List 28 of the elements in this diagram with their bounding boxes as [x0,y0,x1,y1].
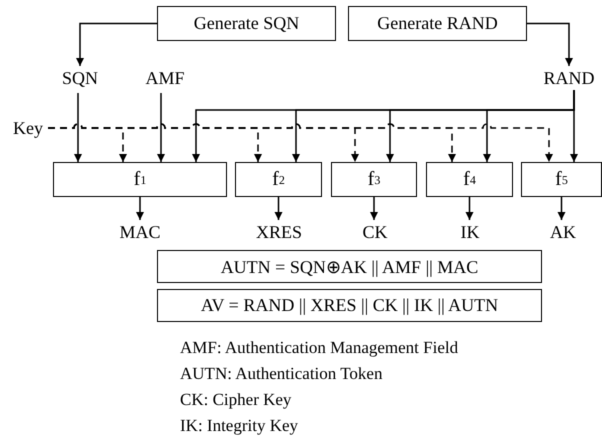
definition-note: IK: Integrity Key [180,416,298,436]
arrow [370,197,378,220]
arrow [558,197,566,220]
input-label: Key [8,116,48,140]
definition-note: AUTN: Authentication Token [180,364,382,384]
output-label: MAC [112,220,168,244]
arrow [466,197,474,220]
definition-note: AMF: Authentication Management Field [180,338,458,358]
arrow [157,93,165,162]
process-box: Generate SQN [157,6,336,41]
output-label: XRES [250,220,308,244]
output-label: IK [455,220,485,244]
arrow [76,22,157,66]
formula-box: AV = RAND || XRES || CK || IK || AUTN [157,289,542,322]
dashed-arrow [48,123,553,162]
definition-note: CK: Cipher Key [180,390,292,410]
arrow [74,93,82,162]
input-label: AMF [143,66,187,90]
arrow [136,197,144,220]
output-label: CK [355,220,395,244]
arrow [527,22,573,66]
formula-box: AUTN = SQN⊕AK || AMF || MAC [157,250,542,283]
input-label: RAND [540,66,598,90]
input-label: SQN [62,66,98,90]
output-label: AK [545,220,581,244]
process-box: Generate RAND [348,6,527,41]
arrow [274,197,282,220]
arrow [570,90,578,162]
